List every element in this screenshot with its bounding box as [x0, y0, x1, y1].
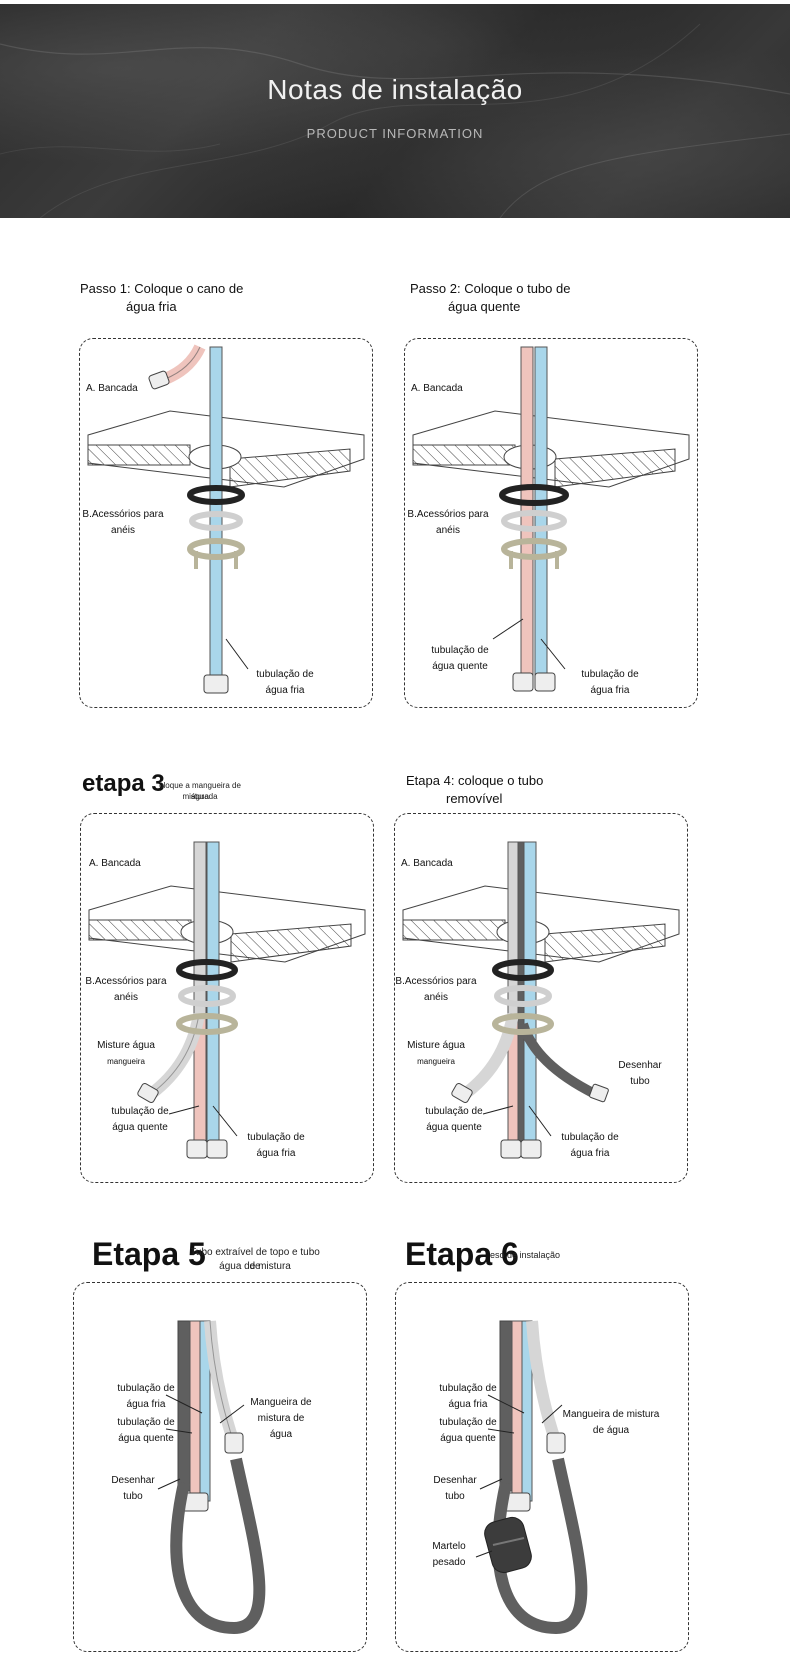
pull-tube-label-line1: Desenhar: [111, 1475, 155, 1486]
step5-caption-line2: água de mistura: [219, 1261, 291, 1272]
hot-pipe-label-line2: água quente: [112, 1122, 168, 1133]
ring-accessories-label-line2: anéis: [424, 992, 448, 1003]
countertop-label: A. Bancada: [86, 383, 138, 394]
mix-hose-label-line2: mangueira: [417, 1057, 455, 1066]
cold-pipe-label-line1: tubulação de: [439, 1383, 497, 1394]
hot-pipe-label-line1: tubulação de: [439, 1417, 497, 1428]
mix-hose-label-line1: Misture água: [97, 1040, 155, 1051]
pull-tube-label-line2: tubo: [630, 1076, 650, 1087]
mix-hose-label-line2: de água: [592, 1425, 630, 1436]
pull-tube-label-line1: Desenhar: [433, 1475, 477, 1486]
ring-accessories-label-line2: anéis: [436, 525, 460, 536]
hot-pipe-label-line2: água quente: [432, 661, 488, 672]
mix-hose-label-line2: mangueira: [107, 1057, 145, 1066]
cold-pipe-label-line1: tubulação de: [117, 1383, 175, 1394]
cold-pipe-label-line2: água fria: [265, 685, 305, 696]
hot-pipe-label-line1: tubulação de: [111, 1106, 169, 1117]
header-banner: Notas de instalação PRODUCT INFORMATION: [0, 4, 790, 218]
mix-hose-label-line3: água: [269, 1429, 293, 1440]
cold-pipe-label-line1: tubulação de: [581, 669, 639, 680]
ring-accessories-label-line1: B.Acessórios para: [407, 509, 489, 520]
hot-pipe-label-line1: tubulação de: [431, 645, 489, 656]
mix-hose-label-line2: mistura de: [257, 1413, 305, 1424]
step1-title-line2: água fria: [126, 299, 177, 314]
step2-diagram: A. Bancada B.Acessórios para anéis tubul…: [404, 338, 698, 708]
cold-pipe-label-line1: tubulação de: [561, 1132, 619, 1143]
step2-title-line2: água quente: [448, 299, 521, 314]
page-subtitle: PRODUCT INFORMATION: [306, 126, 484, 141]
page-title: Notas de instalação: [267, 74, 523, 105]
pull-tube-label-line1: Desenhar: [618, 1060, 662, 1071]
step5-diagram: tubulação de água fria tubulação de água…: [73, 1282, 367, 1652]
cold-pipe-label-line2: água fria: [570, 1148, 610, 1159]
cold-pipe-label-line2: água fria: [126, 1399, 166, 1410]
pull-tube-label-line2: tubo: [123, 1491, 143, 1502]
countertop-label: A. Bancada: [89, 858, 141, 869]
step6-heading: Etapa 6: [405, 1236, 519, 1272]
step1-diagram: A. Bancada B.Acessórios para anéis tubul…: [79, 338, 373, 708]
step3-heading: etapa 3: [82, 770, 165, 797]
step4-diagram: A. Bancada B.Acessórios para anéis Mistu…: [394, 813, 688, 1183]
mix-hose-label-line1: Mangueira de: [250, 1397, 312, 1408]
mix-hose-label-line1: Misture água: [407, 1040, 465, 1051]
hot-pipe-label-line2: água quente: [440, 1433, 496, 1444]
cold-pipe-label-line1: tubulação de: [247, 1132, 305, 1143]
ring-accessories-label-line1: B.Acessórios para: [82, 509, 164, 520]
ring-accessories-label-line1: B.Acessórios para: [85, 976, 167, 987]
step4-title-line1: Etapa 4: coloque o tubo: [406, 773, 544, 788]
step6-diagram: tubulação de água fria tubulação de água…: [395, 1282, 689, 1652]
step4-illustration: [402, 841, 680, 1159]
hot-pipe-label-line1: tubulação de: [425, 1106, 483, 1117]
step2-title-line1: Passo 2: Coloque o tubo de: [410, 281, 571, 296]
step5-illustration: [157, 1320, 266, 1635]
countertop-label: A. Bancada: [401, 858, 453, 869]
step3-diagram: A. Bancada B.Acessórios para anéis Mistu…: [80, 813, 374, 1183]
hot-pipe-label-line2: água quente: [426, 1122, 482, 1133]
step6-caption-line1: eso de instalação: [490, 1250, 561, 1260]
cold-pipe-label-line2: água fria: [256, 1148, 296, 1159]
cold-pipe-label-line1: tubulação de: [256, 669, 314, 680]
ring-accessories-label-line2: anéis: [114, 992, 138, 1003]
mix-hose-label-line1: Mangueira de mistura: [562, 1409, 660, 1420]
countertop-label: A. Bancada: [411, 383, 463, 394]
step1-title-line1: Passo 1: Coloque o cano de: [80, 281, 244, 296]
step3-illustration: [88, 841, 366, 1159]
step6-illustration: [475, 1320, 588, 1635]
cold-pipe-label-line2: água fria: [448, 1399, 488, 1410]
hot-pipe-label-line1: tubulação de: [117, 1417, 175, 1428]
step1-illustration: [87, 344, 365, 694]
step5-heading: Etapa 5: [92, 1236, 206, 1272]
hot-pipe-label-line2: água quente: [118, 1433, 174, 1444]
ring-accessories-label-line1: B.Acessórios para: [395, 976, 477, 987]
cold-pipe-label-line2: água fria: [590, 685, 630, 696]
heavy-weight-label-line2: pesado: [432, 1557, 466, 1568]
step3-caption-line2: misturada: [182, 792, 218, 801]
pull-tube-label-line2: tubo: [445, 1491, 465, 1502]
step5-caption-line1: Tubo extraível de topo e tubo de: [190, 1247, 320, 1272]
step2-illustration: [412, 346, 690, 692]
heavy-weight-label-line1: Martelo: [432, 1541, 466, 1552]
ring-accessories-label-line2: anéis: [111, 525, 135, 536]
marble-texture: [0, 23, 790, 218]
step3-caption-line1: oloque a mangueira de água: [159, 781, 241, 801]
step4-title-line2: removível: [446, 791, 503, 806]
